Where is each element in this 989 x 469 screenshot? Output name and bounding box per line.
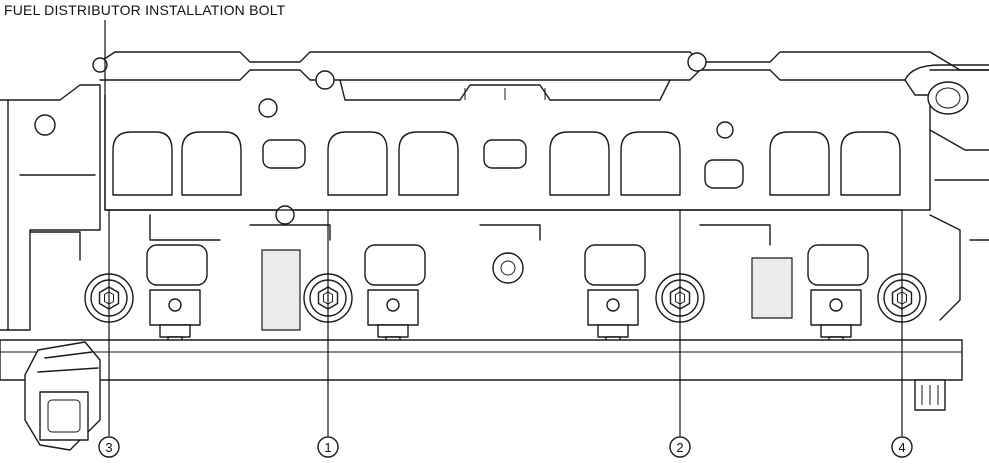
intake-manifold xyxy=(92,51,989,225)
cylinder-block xyxy=(29,214,793,331)
leader-line-3 xyxy=(104,20,110,436)
callout-number-3: 3 xyxy=(105,440,112,455)
callout-number-2: 2 xyxy=(676,440,683,455)
callout-1: 1 xyxy=(317,436,339,458)
pressure-sensor-connector xyxy=(24,341,101,451)
left-housing xyxy=(0,84,101,331)
fuel-distributor-rail xyxy=(0,339,963,411)
callout-leaders xyxy=(104,20,903,436)
callout-number-1: 1 xyxy=(324,440,331,455)
callout-2: 2 xyxy=(669,436,691,458)
callout-3: 3 xyxy=(98,436,120,458)
callout-4: 4 xyxy=(891,436,913,458)
callout-number-4: 4 xyxy=(898,440,905,455)
diagram-title: FUEL DISTRIBUTOR INSTALLATION BOLT xyxy=(4,2,286,18)
intake-ports xyxy=(112,131,901,196)
right-housing xyxy=(904,64,989,321)
